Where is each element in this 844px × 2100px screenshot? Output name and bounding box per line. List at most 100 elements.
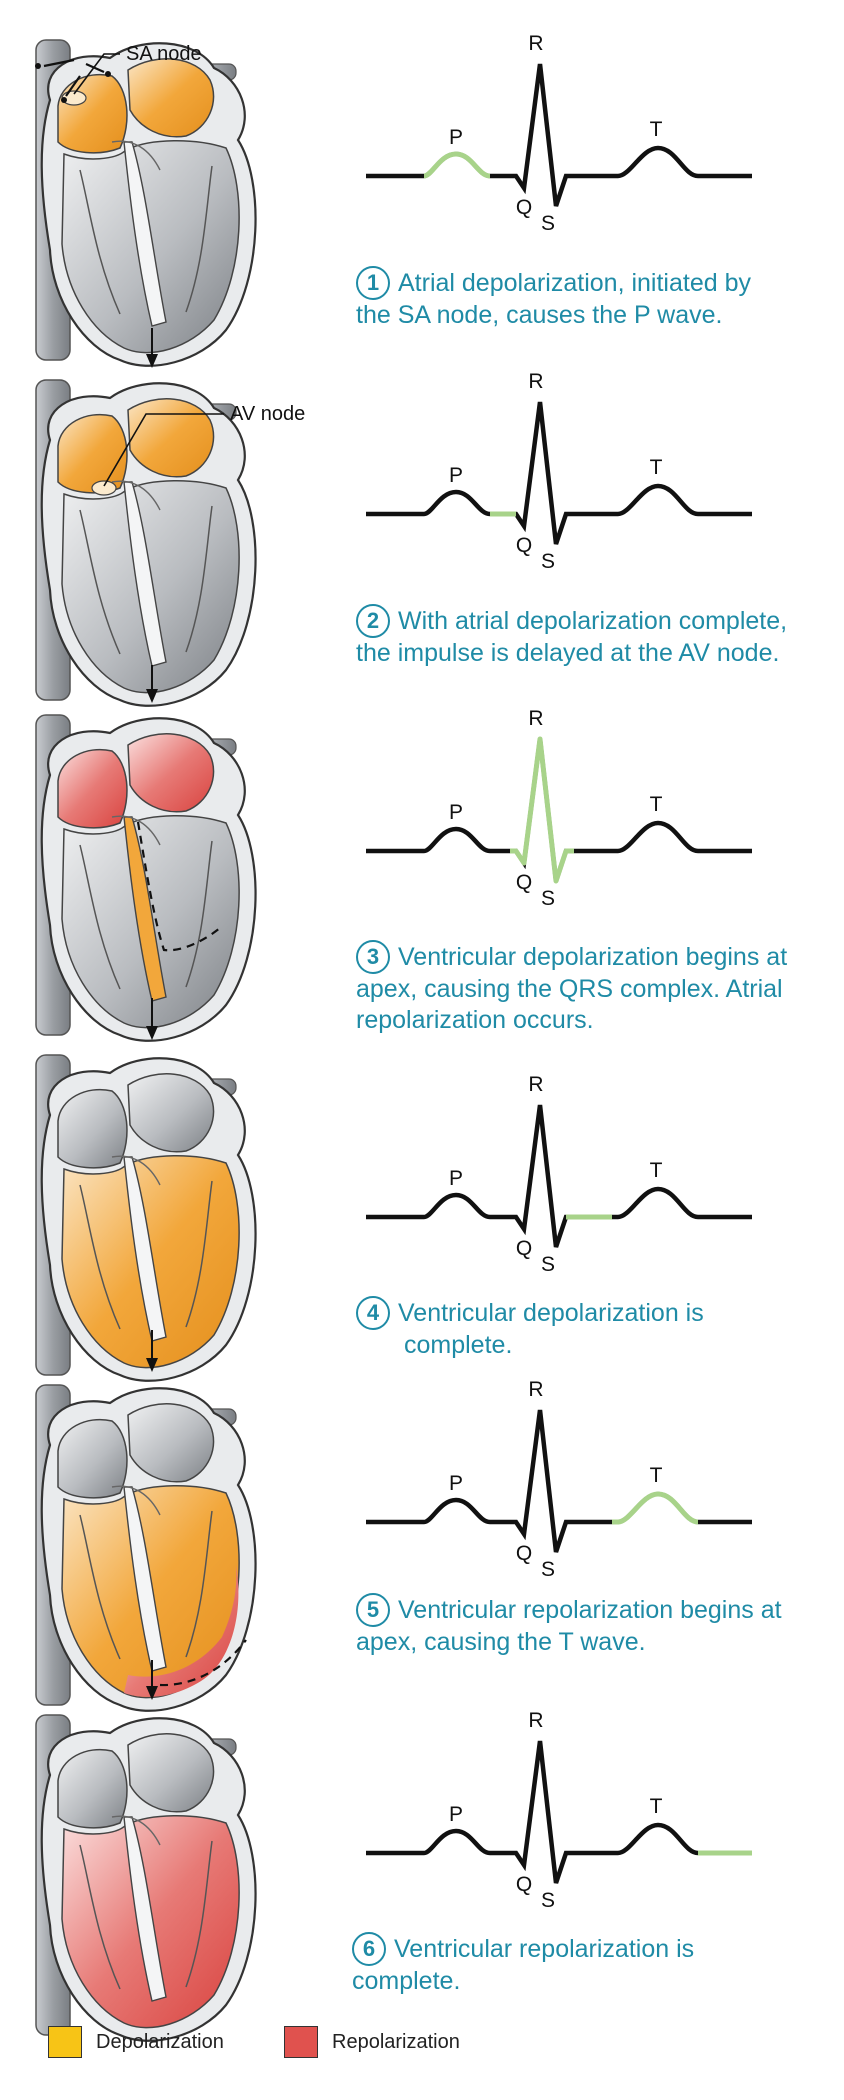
sequence-arrow-head bbox=[146, 1026, 158, 1040]
heart-3 bbox=[35, 714, 257, 1042]
impulse-arrow bbox=[85, 62, 105, 74]
legend-repolarization-label: Repolarization bbox=[332, 2030, 460, 2053]
step-6-line-2: complete. bbox=[352, 1967, 461, 1995]
ecg-label-t: T bbox=[650, 1464, 663, 1487]
ecg-label-t: T bbox=[650, 456, 663, 479]
apex-conduction-arrow bbox=[159, 1639, 247, 1687]
heart-4 bbox=[35, 1054, 257, 1382]
sa-node-leader bbox=[73, 53, 120, 95]
ecg-highlight-p bbox=[423, 151, 491, 179]
right-atrium bbox=[57, 1088, 128, 1169]
ventricle-wall bbox=[79, 1180, 213, 1330]
ecg-highlight-t bbox=[612, 1491, 699, 1525]
ecg-label-q: Q bbox=[516, 1542, 532, 1565]
step-6-line-1: Ventricular repolarization is bbox=[394, 1935, 695, 1963]
heart-5 bbox=[35, 1384, 257, 1712]
ecg-label-t: T bbox=[650, 1159, 663, 1182]
ecg-label-p: P bbox=[449, 1472, 463, 1495]
sequence-arrow-head bbox=[146, 1358, 158, 1372]
heart-1 bbox=[35, 39, 257, 367]
interventricular-septum bbox=[123, 1816, 167, 2002]
ecg-waveform bbox=[366, 63, 752, 207]
ventricle-wall bbox=[79, 165, 213, 315]
ecg-label-s: S bbox=[541, 1558, 555, 1581]
step-3-number: 3 bbox=[356, 940, 390, 974]
ecg-label-q: Q bbox=[516, 1873, 532, 1896]
valve-line bbox=[111, 815, 161, 846]
av-node-label: AV node bbox=[230, 403, 305, 425]
depolarization-swatch bbox=[48, 2026, 82, 2058]
ecg-waveform bbox=[366, 1104, 752, 1248]
step-4-number: 4 bbox=[356, 1296, 390, 1330]
step-1-caption: 1 Atrial depolarization, initiated by the… bbox=[356, 266, 836, 331]
legend-depolarization-label: Depolarization bbox=[96, 2030, 224, 2053]
right-atrium bbox=[57, 1418, 128, 1499]
sequence-arrow-head bbox=[146, 689, 158, 703]
step-5-number: 5 bbox=[356, 1593, 390, 1627]
interventricular-septum bbox=[123, 1156, 167, 1342]
step-1-line-1: Atrial depolarization, initiated by bbox=[398, 269, 751, 297]
ecg-label-q: Q bbox=[516, 1237, 532, 1260]
step-1-line-2: the SA node, causes the P wave. bbox=[356, 301, 723, 329]
step-3-line-2: apex, causing the QRS complex. Atrial bbox=[356, 975, 783, 1003]
ecg-label-p: P bbox=[449, 1803, 463, 1826]
step-5-caption: 5 Ventricular repolarization begins at ap… bbox=[356, 1593, 836, 1658]
ecg-label-s: S bbox=[541, 550, 555, 573]
ecg-label-t: T bbox=[650, 1795, 663, 1818]
interventricular-septum bbox=[123, 481, 167, 667]
repolarization-swatch bbox=[284, 2026, 318, 2058]
step-5-line-1: Ventricular repolarization begins at bbox=[398, 1596, 782, 1624]
ventricle-wall bbox=[79, 1510, 213, 1660]
step-3-line-1: Ventricular depolarization begins at bbox=[398, 943, 788, 971]
left-atrium bbox=[127, 58, 215, 138]
impulse-arrow bbox=[43, 58, 75, 68]
left-atrium bbox=[127, 733, 215, 813]
sa-node-label: SA node bbox=[126, 43, 202, 65]
ecg-label-q: Q bbox=[516, 534, 532, 557]
ecg-label-r: R bbox=[528, 1709, 543, 1732]
ecg-trace-6: P R QS T bbox=[366, 1709, 752, 1912]
ecg-label-r: R bbox=[528, 370, 543, 393]
ecg-waveform bbox=[366, 401, 752, 545]
left-atrium bbox=[127, 1733, 215, 1813]
step-2-line-2: the impulse is delayed at the AV node. bbox=[356, 639, 780, 667]
ecg-waveform bbox=[366, 738, 752, 882]
step-3-line-3: repolarization occurs. bbox=[356, 1006, 594, 1034]
ecg-label-s: S bbox=[541, 212, 555, 235]
step-2-number: 2 bbox=[356, 604, 390, 638]
ecg-label-p: P bbox=[449, 801, 463, 824]
av-node-leader bbox=[103, 413, 224, 487]
valve-line bbox=[111, 480, 161, 511]
ventricle-wall bbox=[79, 505, 213, 655]
ecg-waveform bbox=[366, 1740, 752, 1884]
left-atrium bbox=[127, 398, 215, 478]
ecg-label-p: P bbox=[449, 126, 463, 149]
ecg-label-p: P bbox=[449, 1167, 463, 1190]
step-1-number: 1 bbox=[356, 266, 390, 300]
step-5-line-2: apex, causing the T wave. bbox=[356, 1628, 646, 1656]
legend-repolarization: Repolarization bbox=[284, 2026, 460, 2058]
ecg-label-t: T bbox=[650, 793, 663, 816]
heart-2 bbox=[35, 379, 257, 707]
step-3-caption: 3 Ventricular depolarization begins at ap… bbox=[356, 940, 836, 1036]
impulse-arrow-head bbox=[35, 63, 41, 69]
valve-line bbox=[111, 1485, 161, 1516]
ventricle-wall bbox=[79, 840, 213, 990]
interventricular-septum bbox=[123, 816, 167, 1002]
ecg-label-r: R bbox=[528, 32, 543, 55]
right-atrium bbox=[57, 413, 128, 494]
ecg-label-q: Q bbox=[516, 871, 532, 894]
ecg-waveform bbox=[366, 1409, 752, 1553]
legend-depolarization: Depolarization bbox=[48, 2026, 224, 2058]
ecg-label-s: S bbox=[541, 1889, 555, 1912]
left-atrium bbox=[127, 1073, 215, 1153]
apex-repolarization bbox=[124, 1565, 239, 1697]
